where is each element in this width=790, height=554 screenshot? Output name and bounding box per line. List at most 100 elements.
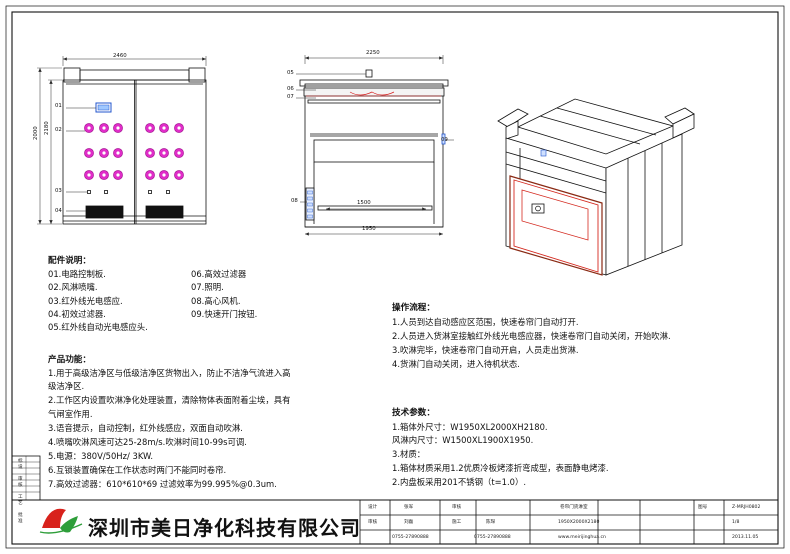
part-item: 02.风淋喷嘴. xyxy=(48,282,98,292)
nozzle-core xyxy=(87,173,91,177)
operation-line: 2.人员进入货淋室接触红外线光电感应器，快速卷帘门自动关闭，开始吹淋. xyxy=(392,331,671,341)
nozzle-core xyxy=(87,151,91,155)
title-cell: 0755-27890888 xyxy=(474,535,511,540)
title-cell: 设计 xyxy=(368,505,378,510)
title-cell: 2013.11.05 xyxy=(732,535,759,540)
title-cell: 0755-27890888 xyxy=(392,535,429,540)
revision-label: 标 xyxy=(18,459,23,464)
front-top-beam xyxy=(79,69,190,81)
iso-top-seam xyxy=(556,107,657,136)
revision-label: 设 xyxy=(18,465,23,470)
title-cell: 审核 xyxy=(452,505,462,510)
front-dim-height-inner: 2180 xyxy=(44,121,50,135)
nozzle-core xyxy=(102,151,106,155)
iso-control-box xyxy=(540,149,547,157)
function-line: 2.工作区内设置吹淋净化处理装置，清除物体表面附着尘埃，具有 xyxy=(48,395,291,405)
side-dim-bottom: 1950 xyxy=(362,226,376,232)
front-dim-width: 2460 xyxy=(113,53,127,59)
nozzle-core xyxy=(162,126,166,130)
spec-line: 3.材质： xyxy=(392,449,426,459)
iso-front-header xyxy=(505,151,607,182)
dimension-arrow xyxy=(422,207,426,211)
dimension-arrow xyxy=(202,57,206,61)
dimension-arrow xyxy=(63,57,67,61)
fan-vent xyxy=(307,196,313,201)
ir-sensor-03 xyxy=(166,190,170,194)
marker-01: 01 xyxy=(55,103,62,109)
front-dim-height-outer: 2000 xyxy=(33,126,39,140)
nozzle-core xyxy=(102,173,106,177)
function-line: 级洁净区. xyxy=(48,381,85,391)
dimension-arrow xyxy=(439,232,443,236)
company-logo-icon xyxy=(42,508,66,528)
iso-cap-left-side xyxy=(505,120,519,140)
iso-door-knob-icon xyxy=(535,205,541,212)
dimension-arrow xyxy=(439,56,443,60)
part-item: 05.红外线自动光电感应头. xyxy=(48,322,148,332)
revision-label: 审 xyxy=(18,477,23,482)
side-top-unit-05 xyxy=(365,69,373,78)
title-cell: 刘磊 xyxy=(404,520,414,525)
nozzle-core xyxy=(102,126,106,130)
dimension-arrow xyxy=(49,220,53,224)
revision-label: 核 xyxy=(18,483,23,488)
nozzle-core xyxy=(177,126,181,130)
nozzle-core xyxy=(116,151,120,155)
prefilter-04 xyxy=(145,205,184,219)
part-item: 03.红外线光电感应. xyxy=(48,296,123,306)
dimension-arrow xyxy=(38,220,42,224)
spec-line: 1.箱体材质采用1.2优质冷板烤漆折弯成型，表面静电烤漆. xyxy=(392,463,609,473)
side-hepa-06 xyxy=(303,87,445,97)
operation-heading: 操作流程： xyxy=(392,303,435,313)
nozzle-core xyxy=(116,126,120,130)
side-dim-inner: 1500 xyxy=(357,200,371,206)
ir-sensor-03 xyxy=(104,190,108,194)
prefilter-04 xyxy=(85,205,124,219)
side-floor-plate xyxy=(317,205,433,211)
title-cell: www.meirijinghua.cn xyxy=(558,535,606,540)
nozzle-core xyxy=(162,151,166,155)
company-name: 深圳市美日净化科技有限公司 xyxy=(88,518,361,540)
parts-heading: 配件说明： xyxy=(48,256,91,266)
functions-heading: 产品功能： xyxy=(48,355,91,365)
fan-vent xyxy=(307,208,313,213)
title-cell: 审核 xyxy=(368,520,378,525)
revision-label: 艺 xyxy=(18,501,23,506)
dimension-arrow xyxy=(49,80,53,84)
dimension-arrow xyxy=(305,232,309,236)
iso-door-window xyxy=(521,189,589,241)
iso-top-face xyxy=(516,98,675,155)
spec-line: 2.内盘板采用201不锈钢（t=1.0）. xyxy=(392,477,527,487)
outer-border xyxy=(5,5,785,549)
company-logo-leaf xyxy=(60,516,78,533)
iso-cap-left xyxy=(497,108,529,128)
specs-heading: 技术参数： xyxy=(392,408,435,418)
revision-label: 工 xyxy=(18,495,23,500)
nozzle-core xyxy=(148,173,152,177)
side-top-plate xyxy=(299,79,449,87)
nozzle-core xyxy=(148,151,152,155)
revision-label: 准 xyxy=(18,519,23,524)
fan-vent xyxy=(307,214,313,219)
dimension-arrow xyxy=(305,56,309,60)
fan-vent xyxy=(307,202,313,207)
company-logo-swoosh xyxy=(39,523,83,534)
function-line: 1.用于高级洁净区与低级洁净区货物出入，防止不洁净气流进入高 xyxy=(48,368,291,378)
marker-02: 02 xyxy=(55,127,62,133)
side-body xyxy=(304,83,444,228)
nozzle-core xyxy=(148,126,152,130)
iso-door-handle xyxy=(531,203,545,214)
ir-sensor-03 xyxy=(148,190,152,194)
marker-03: 03 xyxy=(55,188,62,194)
function-line: 7.高效过滤器：610*610*69 过滤效率为99.995%@0.3um. xyxy=(48,479,277,489)
marker-05: 05 xyxy=(287,70,294,76)
revision-label: 批 xyxy=(18,513,23,518)
nozzle-core xyxy=(162,173,166,177)
title-cell: 1/8 xyxy=(732,520,740,525)
operation-line: 3.吹淋完毕，快速卷帘门自动开启，人员走出货淋. xyxy=(392,345,579,355)
title-cell: 陈琛 xyxy=(486,520,496,525)
part-item: 06.高效过滤器 xyxy=(191,269,247,279)
side-light-07-wave xyxy=(349,91,395,96)
function-line: 4.喷嘴吹淋风速可达25-28m/s.吹淋时间10-99s可调. xyxy=(48,437,247,447)
marker-08: 08 xyxy=(291,198,298,204)
